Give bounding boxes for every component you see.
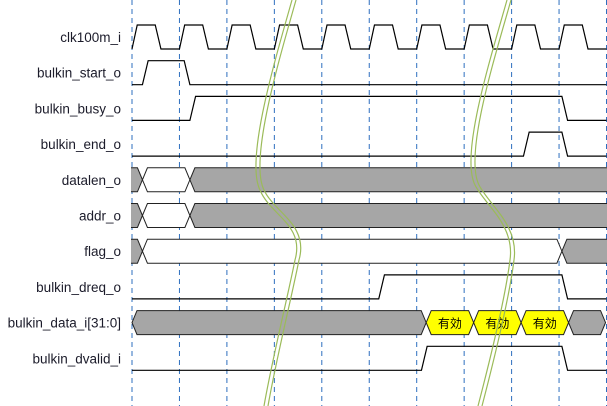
time-break-marks <box>255 0 516 406</box>
waveform-datalen-o <box>131 167 607 193</box>
bus-segment-undefined <box>189 203 607 228</box>
signal-label: flag_o <box>84 244 121 259</box>
bus-segment-undefined <box>561 238 607 264</box>
signal-label: bulkin_busy_o <box>35 101 121 116</box>
bus-segment-blank <box>141 167 191 193</box>
bus-segment-undefined <box>189 167 607 193</box>
waveform-addr-o <box>131 203 607 228</box>
signal-label: bulkin_dreq_o <box>36 280 121 295</box>
bus-segment-undefined <box>131 238 143 264</box>
bit-wave <box>132 95 607 121</box>
waveform-bulkin-busy-o <box>132 95 607 121</box>
waveform-bulkin-end-o <box>132 131 607 157</box>
waveform-bulkin-start-o <box>132 60 607 86</box>
signal-label: bulkin_data_i[31:0] <box>8 316 121 331</box>
time-break-line <box>255 0 298 406</box>
bit-wave <box>132 274 607 300</box>
bit-wave <box>132 60 607 86</box>
time-break-line <box>470 0 512 406</box>
bus-value-label: 有効 <box>438 316 462 331</box>
time-break-line <box>474 0 516 406</box>
waveform-bulkin-data-i-31-0: 有効有効有効 <box>131 310 607 336</box>
bus-segment-undefined <box>567 310 607 336</box>
bit-wave <box>132 345 607 371</box>
bus-segment-undefined <box>131 203 143 228</box>
waveform-bulkin-dvalid-i <box>132 345 607 371</box>
signal-labels: clk100m_i bulkin_start_o bulkin_busy_obulk… <box>8 30 121 366</box>
signal-label: addr_o <box>79 209 121 224</box>
bus-value-label: 有効 <box>533 316 557 331</box>
bit-wave <box>132 131 607 157</box>
signal-label: bulkin_dvalid_i <box>32 351 121 366</box>
signal-label: clk100m_i <box>60 30 121 45</box>
bus-segment-undefined <box>131 167 143 193</box>
waveform-clk100m-i <box>131 24 607 50</box>
waveform-flag-o <box>131 238 607 264</box>
signal-label: bulkin_start_o <box>37 66 121 81</box>
time-break-line <box>259 0 302 406</box>
bus-segment-blank <box>141 203 191 228</box>
signal-label: bulkin_end_o <box>41 137 121 152</box>
waveforms: 有効有効有効 <box>131 24 607 371</box>
signal-label: datalen_o <box>62 173 121 188</box>
clock-wave <box>131 24 607 50</box>
waveform-bulkin-dreq-o <box>132 274 607 300</box>
bus-segment-blank <box>141 238 563 264</box>
